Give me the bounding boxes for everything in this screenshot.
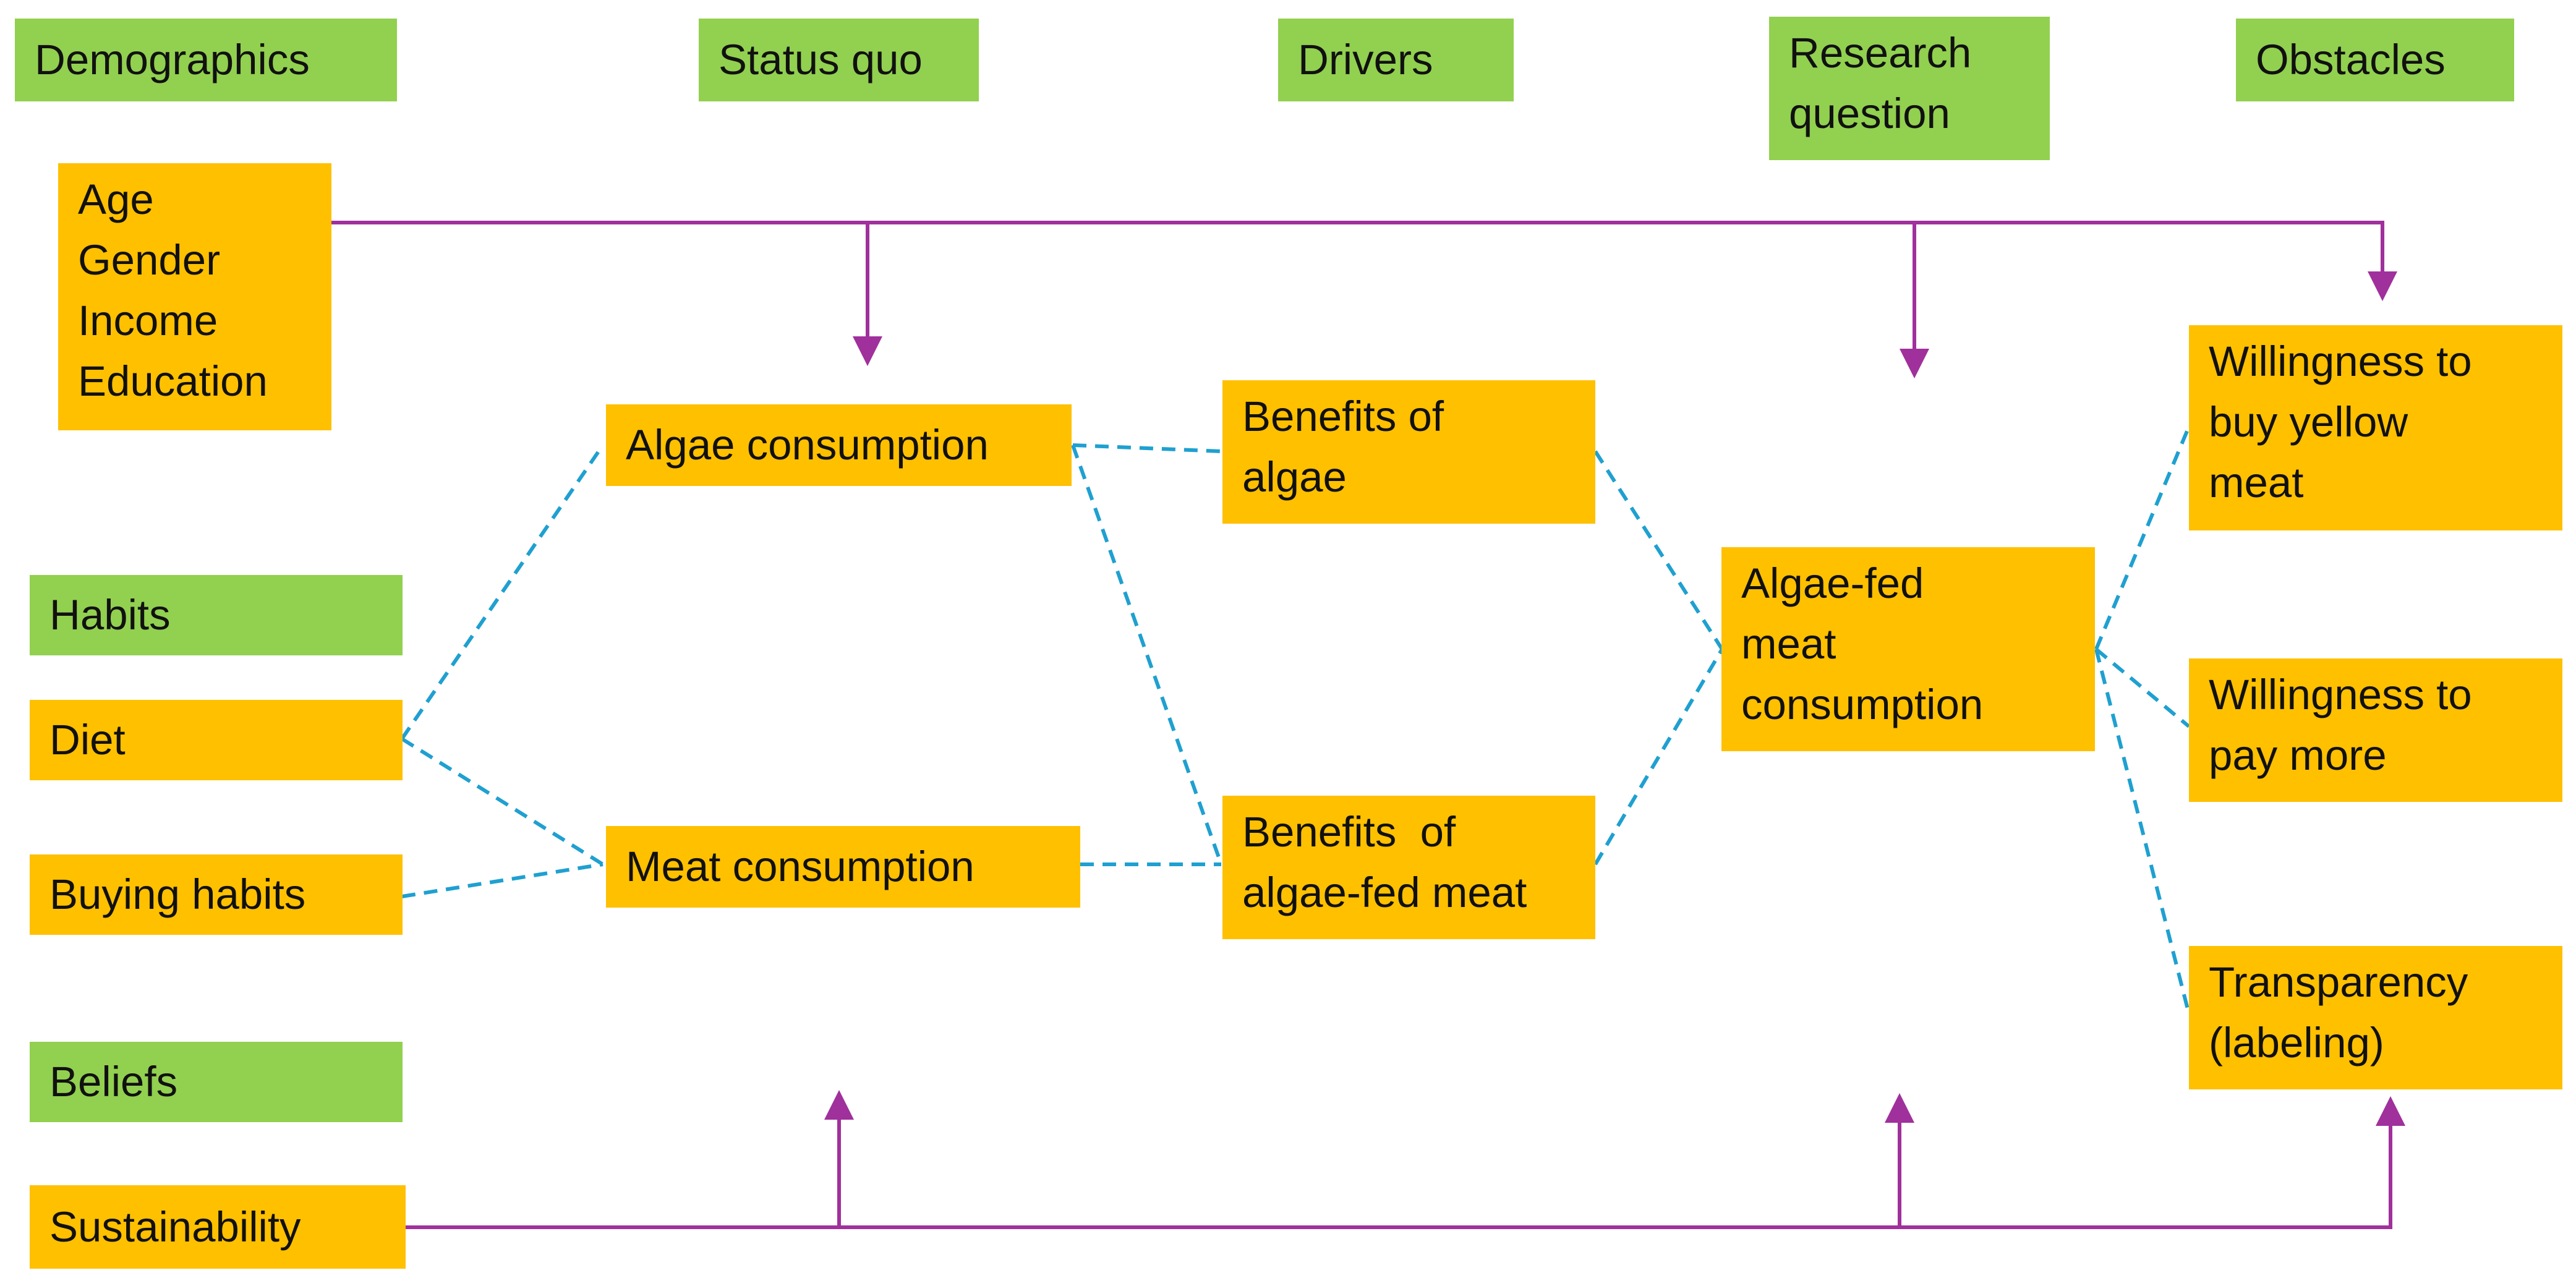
demographic-gender: Gender — [78, 236, 221, 284]
habit-diet: Diet — [30, 700, 403, 780]
link-research-willingness-buy — [2094, 425, 2191, 650]
category-beliefs: Beliefs — [30, 1042, 403, 1122]
link-algae-consumption-benefits-algae-fed-meat — [1071, 444, 1223, 866]
obstacle-willingness-to-pay-line-2: pay more — [2209, 731, 2387, 779]
beliefs-connector-line — [405, 1113, 2392, 1229]
belief-sustainability: Sustainability — [30, 1185, 406, 1269]
header-research-question: Research question — [1769, 17, 2050, 160]
driver-benefits-algae: Benefits of algae — [1222, 380, 1595, 524]
obstacle-transparency-line-1: Transparency — [2209, 958, 2468, 1006]
link-algae-consumption-benefits-algae — [1072, 443, 1222, 453]
driver-benefits-algae-line-2: algae — [1242, 453, 1347, 501]
obstacle-transparency: Transparency (labeling) — [2189, 946, 2562, 1089]
status-meat-consumption: Meat consumption — [606, 826, 1080, 908]
status-algae-consumption: Algae consumption — [606, 404, 1072, 486]
header-research-question-line-1: Research — [1789, 29, 1972, 77]
header-research-question-line-2: question — [1789, 90, 1950, 137]
demographic-age: Age — [78, 176, 154, 223]
header-demographics: Demographics — [15, 19, 397, 101]
link-research-transparency — [2094, 649, 2191, 1015]
demographic-income: Income — [78, 297, 218, 344]
demographics-box: Age Gender Income Education — [58, 163, 331, 430]
obstacle-transparency-line-2: (labeling) — [2209, 1019, 2384, 1067]
header-drivers: Drivers — [1278, 19, 1514, 101]
driver-benefits-algae-fed-meat-line-2: algae-fed meat — [1242, 869, 1527, 916]
link-diet-meat-consumption — [401, 737, 604, 866]
obstacle-willingness-to-buy-line-2: buy yellow — [2209, 398, 2408, 446]
research-line-2: meat — [1741, 620, 1836, 668]
link-benefits-algae-fed-meat-research — [1593, 648, 1724, 866]
demographic-education: Education — [78, 357, 268, 405]
obstacle-willingness-to-buy-line-1: Willingness to — [2209, 338, 2472, 385]
link-benefits-algae-research — [1593, 450, 1724, 650]
habit-buying-habits: Buying habits — [30, 854, 403, 935]
driver-benefits-algae-line-1: Benefits of — [1242, 393, 1444, 440]
obstacle-willingness-to-pay: Willingness to pay more — [2189, 658, 2562, 802]
link-diet-algae-consumption — [400, 444, 605, 740]
driver-benefits-algae-fed-meat-line-1: Benefits of — [1242, 808, 1456, 856]
obstacle-willingness-to-buy-line-3: meat — [2209, 459, 2304, 506]
demographics-connector-line — [331, 221, 2384, 284]
obstacle-willingness-to-pay-line-1: Willingness to — [2209, 671, 2472, 718]
obstacle-willingness-to-buy: Willingness to buy yellow meat — [2189, 325, 2562, 530]
link-buying-habits-meat-consumption — [401, 862, 603, 898]
research-algae-fed-meat-consumption: Algae-fed meat consumption — [1721, 547, 2095, 751]
link-research-willingness-pay — [2095, 647, 2190, 728]
research-line-3: consumption — [1741, 681, 1984, 728]
research-line-1: Algae-fed — [1741, 560, 1924, 607]
driver-benefits-algae-fed-meat: Benefits of algae-fed meat — [1222, 796, 1595, 939]
header-obstacles: Obstacles — [2236, 19, 2514, 101]
header-status-quo: Status quo — [699, 19, 979, 101]
category-habits: Habits — [30, 575, 403, 655]
